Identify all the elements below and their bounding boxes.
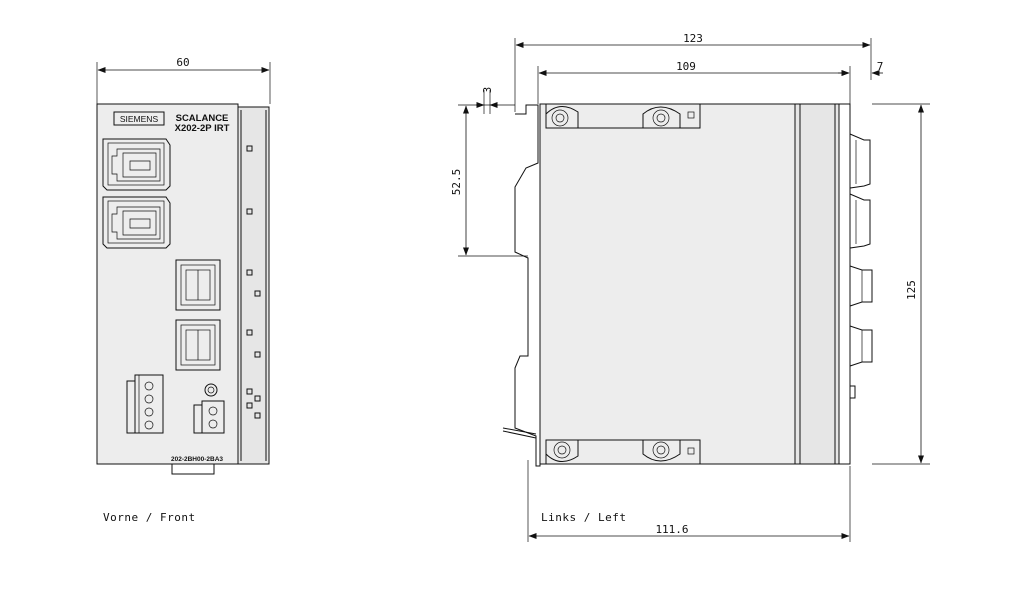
side-pof-connector-2 — [849, 325, 873, 367]
release-lever — [502, 427, 537, 435]
reset-button — [204, 383, 218, 397]
side-pof-connector-1 — [849, 265, 873, 307]
left-view-caption: Links / Left — [541, 511, 626, 524]
pof-port-2 — [175, 319, 221, 371]
model-label: X202-2P IRT — [175, 123, 230, 134]
front-view: 60 SIEMENS SCALANCE X202-2P IRT — [96, 56, 271, 524]
power-terminal-block — [126, 374, 164, 434]
order-code-label: 202-2BH00-2BA3 — [171, 456, 223, 463]
side-terminal-tab — [849, 385, 856, 399]
front-width-label: 60 — [176, 56, 189, 69]
base-depth-label: 111.6 — [655, 523, 688, 536]
rail-offset-label: 3 — [481, 87, 494, 94]
side-rj45-connector-1 — [849, 133, 871, 189]
din-rail-mount-profile — [514, 104, 541, 467]
brand-logo-text: SIEMENS — [120, 114, 159, 124]
brand-logo — [113, 111, 165, 126]
rj45-port-2 — [102, 196, 171, 249]
signal-terminal-block — [193, 400, 225, 434]
side-housing — [539, 103, 796, 465]
height-label: 125 — [905, 280, 918, 300]
rj45-port-1 — [102, 138, 171, 191]
mounting-lug-bottom-left — [545, 440, 579, 462]
rail-height-label: 52.5 — [450, 169, 463, 196]
status-leds — [246, 145, 261, 419]
front-din-clip — [171, 464, 215, 475]
side-view: 123 109 7 3 52.5 125 111.6 — [450, 32, 930, 542]
connector-depth-label: 7 — [877, 60, 884, 73]
pof-port-1 — [175, 259, 221, 311]
mounting-lug-top-right — [642, 106, 695, 128]
front-housing — [96, 103, 239, 465]
product-line-label: SCALANCE — [176, 113, 229, 124]
mounting-lug-top-left — [545, 106, 579, 128]
side-front-panel — [794, 103, 840, 465]
overall-depth-label: 123 — [683, 32, 703, 45]
mounting-lug-bottom-right — [642, 440, 695, 462]
body-depth-label: 109 — [676, 60, 696, 73]
side-rj45-connector-2 — [849, 193, 871, 249]
front-view-caption: Vorne / Front — [103, 511, 196, 524]
front-led-strip — [237, 106, 270, 465]
